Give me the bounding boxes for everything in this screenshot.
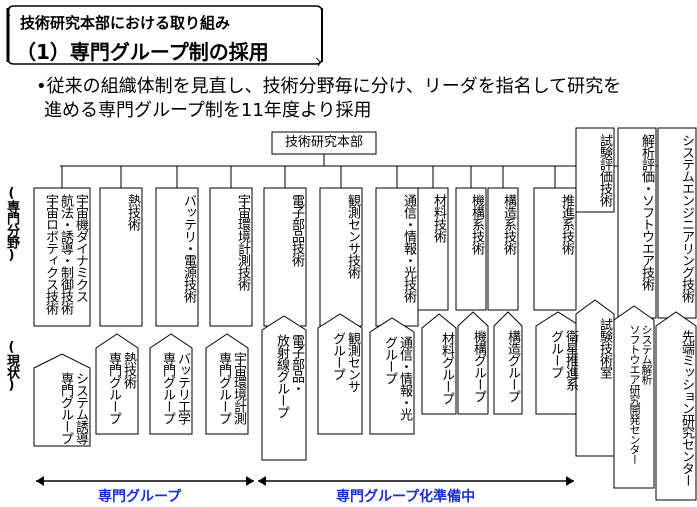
legend-right: 専門グループ化準備中 xyxy=(336,489,476,505)
group-box-shape xyxy=(95,333,139,435)
group-box-shape xyxy=(613,305,655,489)
group-label: 機構グループ xyxy=(471,330,486,402)
field-box-rect xyxy=(455,187,487,311)
group-label: システム解析 ソフトウエア研究開発センター xyxy=(628,324,653,464)
field-box-rect xyxy=(99,187,143,327)
group-label: 熱技術 専門グループ xyxy=(106,352,136,424)
field-box-rect xyxy=(263,187,307,327)
title-scroll xyxy=(6,5,323,67)
legend-left: 専門グループ xyxy=(98,489,182,505)
title-line1: 技術研究本部における取り組み xyxy=(20,14,231,32)
bullet-line2: 進める専門グループ制を11年度より採用 xyxy=(44,100,372,121)
field-box-rect xyxy=(487,187,519,311)
field-box-rect xyxy=(417,187,449,311)
field-label: 通信・情報・光技術 xyxy=(401,194,416,302)
group-box-shape xyxy=(149,333,193,435)
row-label-lower: (現状) xyxy=(4,340,19,392)
bullet-line1: •従来の組織体制を見直し、技術分野毎に分け、リーダを指名して研究を xyxy=(36,76,622,97)
field-label: 機構系技術 xyxy=(469,194,484,254)
field-label: バッテリ・電源技術 xyxy=(181,194,196,302)
field-label: システムエンジニアリング技術 xyxy=(679,134,694,302)
group-box-shape xyxy=(369,317,415,435)
group-box-shape xyxy=(457,311,489,415)
field-label: 熱技術 xyxy=(125,194,140,230)
group-label: 衛星推進系 グループ xyxy=(548,330,578,390)
row-label-upper: (専門分野) xyxy=(4,186,19,262)
group-label: 先端ミッション研究センター xyxy=(679,330,694,486)
group-box-shape xyxy=(33,353,91,447)
group-label: 構造グループ xyxy=(505,330,520,402)
group-box-shape xyxy=(317,313,363,435)
field-label: 試験評価技術 xyxy=(597,134,612,206)
field-box-rect xyxy=(33,187,91,327)
group-label: 試験技術室 xyxy=(597,318,612,378)
group-box-shape xyxy=(493,311,523,415)
field-box-rect xyxy=(657,127,697,319)
field-box-rect xyxy=(617,127,657,319)
root-box-label: 技術研究本部 xyxy=(284,135,363,150)
field-label: 観測センサ技術 xyxy=(345,194,360,278)
group-label: 材料グループ xyxy=(439,332,454,404)
field-box-rect xyxy=(319,187,363,327)
group-label: バッテリ工学 専門グループ xyxy=(160,352,190,424)
field-box-rect xyxy=(155,187,199,327)
field-label: 電子部品技術 xyxy=(289,194,304,266)
group-label: 観測センサ グループ xyxy=(330,332,360,392)
group-box-shape xyxy=(655,311,697,501)
group-label: 通信・情報・光 グループ xyxy=(382,336,412,420)
field-label: 材料技術 xyxy=(431,194,446,242)
field-label: 宇宙環境計測技術 xyxy=(235,194,250,290)
field-box-rect xyxy=(575,127,615,213)
group-box-shape xyxy=(421,313,457,415)
group-label: 電子部品・ 放射線グループ xyxy=(274,334,304,418)
group-box-shape xyxy=(261,315,307,461)
group-box-shape xyxy=(205,333,249,435)
field-label: 推進系技術 xyxy=(559,194,574,254)
field-box-rect xyxy=(209,187,253,327)
group-label: システム誘導 専門グループ xyxy=(58,372,88,444)
group-label: 宇宙環境計測 専門グループ xyxy=(216,352,246,424)
field-box-rect xyxy=(533,187,577,311)
field-label: 構造系技術 xyxy=(501,194,516,254)
title-line2: （1）専門グループ制の採用 xyxy=(16,40,269,64)
field-label: 宇宙機ダイナミクス 航法・誘導・制御技術 宇宙ロボティクス技術 xyxy=(43,194,88,314)
field-label: 解析評価・ソフトウエア技術 xyxy=(639,134,654,290)
